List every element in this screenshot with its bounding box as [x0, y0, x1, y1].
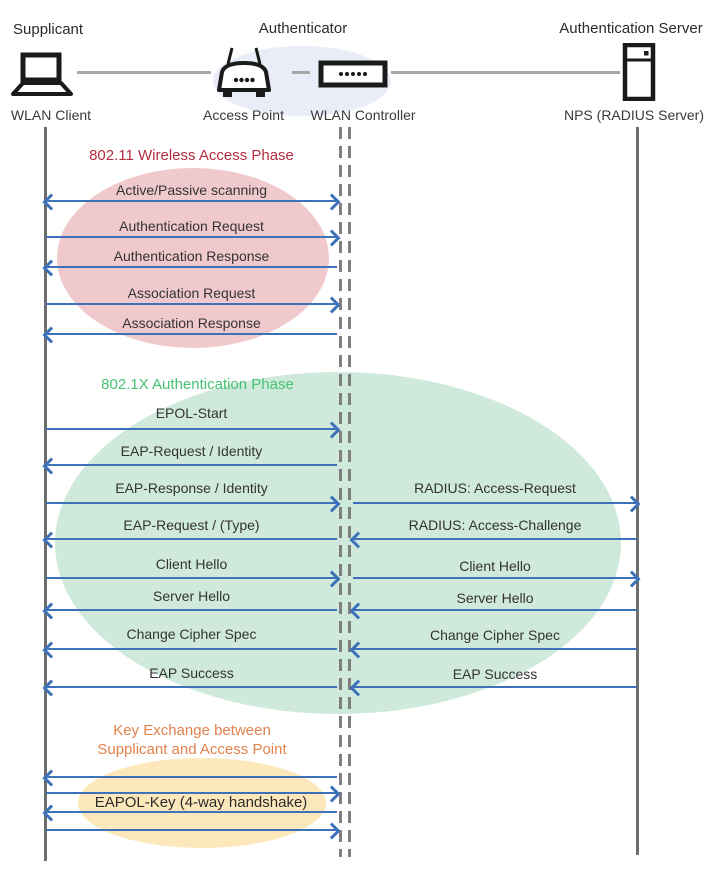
message-label: Change Cipher Spec — [430, 627, 560, 643]
message-label: Active/Passive scanning — [116, 182, 267, 198]
arrow-eapol-key-2 — [46, 785, 341, 803]
arrow-eap-request-type — [42, 531, 337, 549]
message-label: Change Cipher Spec — [126, 626, 257, 642]
link-ap-to-controller — [292, 71, 310, 74]
node-label-nps-radius-server: NPS (RADIUS Server) — [563, 107, 705, 123]
phase3-title-line2: Supplicant and Access Point — [97, 741, 287, 758]
arrow-server-hello-right — [349, 602, 637, 620]
arrow-server-hello-left — [42, 602, 337, 620]
arrow-client-hello-left — [46, 570, 341, 588]
arrow-authentication-request — [46, 229, 341, 247]
message-label: Association Request — [127, 285, 256, 301]
message-label: Authentication Request — [119, 218, 264, 234]
laptop-icon — [10, 52, 74, 103]
lifeline-controller-dashed-1 — [339, 127, 342, 857]
role-label-supplicant: Supplicant — [13, 21, 84, 38]
message-label: EAP Success — [149, 665, 234, 681]
arrow-eap-response-identity — [46, 495, 341, 513]
message-label: EAP Success — [452, 666, 538, 682]
arrow-association-request — [46, 296, 341, 314]
link-controller-to-server — [391, 71, 620, 74]
arrow-eapol-key-3 — [42, 804, 337, 822]
message-label: RADIUS: Access-Request — [414, 480, 576, 496]
arrow-change-cipher-spec-left — [42, 641, 337, 659]
arrow-authentication-response — [42, 259, 337, 277]
server-icon — [622, 42, 656, 106]
access-point-icon — [211, 44, 277, 107]
message-label: EAP-Request / Identity — [120, 443, 263, 459]
arrow-radius-access-request — [353, 495, 641, 513]
arrow-change-cipher-spec-right — [349, 641, 637, 659]
message-label: Client Hello — [459, 558, 531, 574]
arrow-association-response — [42, 326, 337, 344]
arrow-radius-access-challenge — [349, 531, 637, 549]
eapol-key-label: EAPOL-Key (4-way handshake) — [94, 794, 308, 811]
message-label: Association Response — [122, 315, 261, 331]
link-client-to-ap — [77, 71, 211, 74]
node-label-access-point: Access Point — [203, 107, 284, 123]
node-label-wlan-controller: WLAN Controller — [310, 107, 416, 123]
message-label: Server Hello — [456, 590, 534, 606]
phase1-ellipse — [57, 168, 329, 348]
arrow-eap-request-identity — [42, 457, 337, 475]
message-label: RADIUS: Access-Challenge — [408, 517, 582, 533]
phase2-title: 802.1X Authentication Phase — [101, 376, 294, 393]
role-label-authenticator: Authenticator — [258, 20, 348, 37]
lifeline-wlan-client — [44, 127, 47, 861]
arrow-eap-success-left — [42, 679, 337, 697]
role-label-authentication-server: Authentication Server — [559, 20, 703, 37]
message-label: EAP-Response / Identity — [115, 480, 268, 496]
message-label: EPOL-Start — [155, 405, 228, 421]
arrow-client-hello-right — [353, 570, 641, 588]
message-label: EAP-Request / (Type) — [123, 517, 260, 533]
message-label: Authentication Response — [113, 248, 270, 264]
message-label: Server Hello — [152, 588, 231, 604]
phase3-title: Key Exchange between Supplicant and Acce… — [67, 721, 317, 759]
arrow-eapol-key-1 — [42, 769, 337, 787]
arrow-eapol-key-4 — [46, 822, 341, 840]
lifeline-radius-server — [636, 127, 639, 855]
phase3-ellipse — [78, 758, 326, 848]
arrow-active-passive-scanning — [42, 193, 341, 211]
phase3-title-line1: Key Exchange between — [113, 722, 271, 739]
arrow-epol-start — [46, 421, 341, 439]
arrow-eap-success-right — [349, 679, 637, 697]
wlan-controller-icon — [318, 60, 388, 93]
phase2-ellipse — [55, 372, 621, 714]
node-label-wlan-client: WLAN Client — [10, 107, 92, 123]
message-label: Client Hello — [155, 556, 228, 572]
phase1-title: 802.11 Wireless Access Phase — [89, 147, 294, 164]
lifeline-controller-dashed-2 — [348, 127, 351, 857]
